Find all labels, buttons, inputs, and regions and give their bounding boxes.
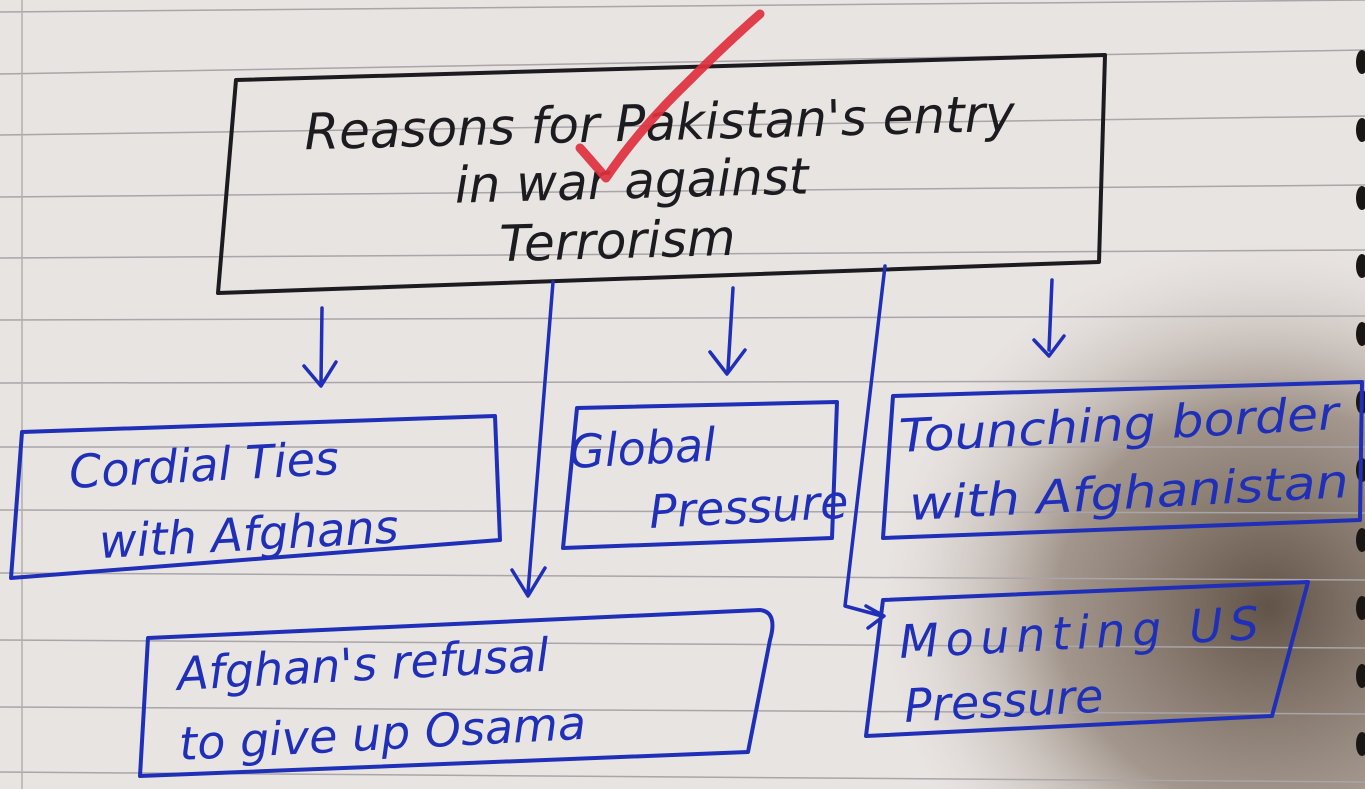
- global-line-2: Pressure: [648, 475, 850, 539]
- arrow-to-cordial: [302, 306, 338, 388]
- arrow-to-us: [843, 264, 887, 630]
- arrow-to-global: [708, 286, 747, 376]
- node-global-pressure: Global Pressure: [561, 400, 850, 550]
- arrow-to-border: [1032, 278, 1066, 358]
- global-box: [561, 400, 839, 550]
- title-box: [216, 53, 1107, 295]
- node-cordial-ties: Cordial Ties with Afghans: [9, 414, 502, 580]
- check-mark-icon: [575, 9, 765, 183]
- connectors: [302, 264, 1066, 630]
- cordial-box: [9, 414, 502, 580]
- border-box: [881, 380, 1364, 540]
- us-line-2: Pressure: [903, 669, 1105, 733]
- osama-box: [138, 608, 775, 778]
- title-line-2: in war against: [454, 147, 812, 214]
- global-line-1: Global: [568, 417, 718, 479]
- us-box: [864, 580, 1310, 738]
- title-line-3: Terrorism: [499, 209, 736, 273]
- shadow-overlay: [720, 180, 1365, 789]
- arrow-to-osama: [510, 280, 555, 598]
